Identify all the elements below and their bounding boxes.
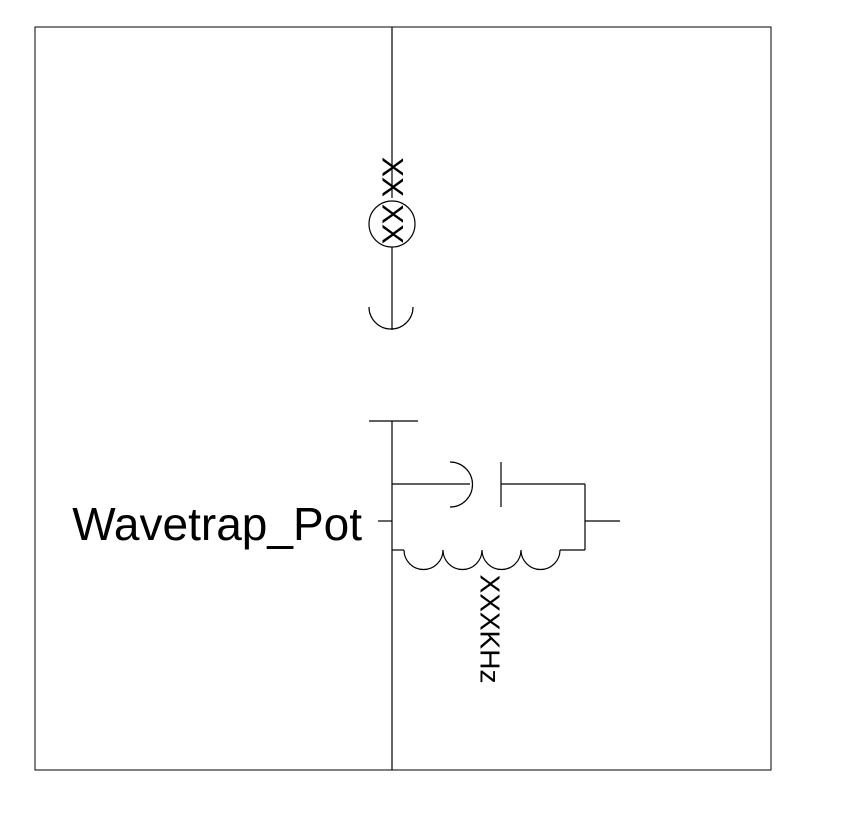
- frame-border: [34, 26, 772, 771]
- frequency-label: XXXKHz: [475, 575, 506, 684]
- capacitor-curved-plate: [449, 461, 474, 508]
- plug-cup: [368, 306, 414, 330]
- lamp-label-inner: XX: [376, 204, 409, 244]
- wavetrap-label: Wavetrap_Pot: [72, 498, 362, 550]
- lamp-label-top: XX: [376, 157, 409, 197]
- inductor-coil: [403, 549, 561, 571]
